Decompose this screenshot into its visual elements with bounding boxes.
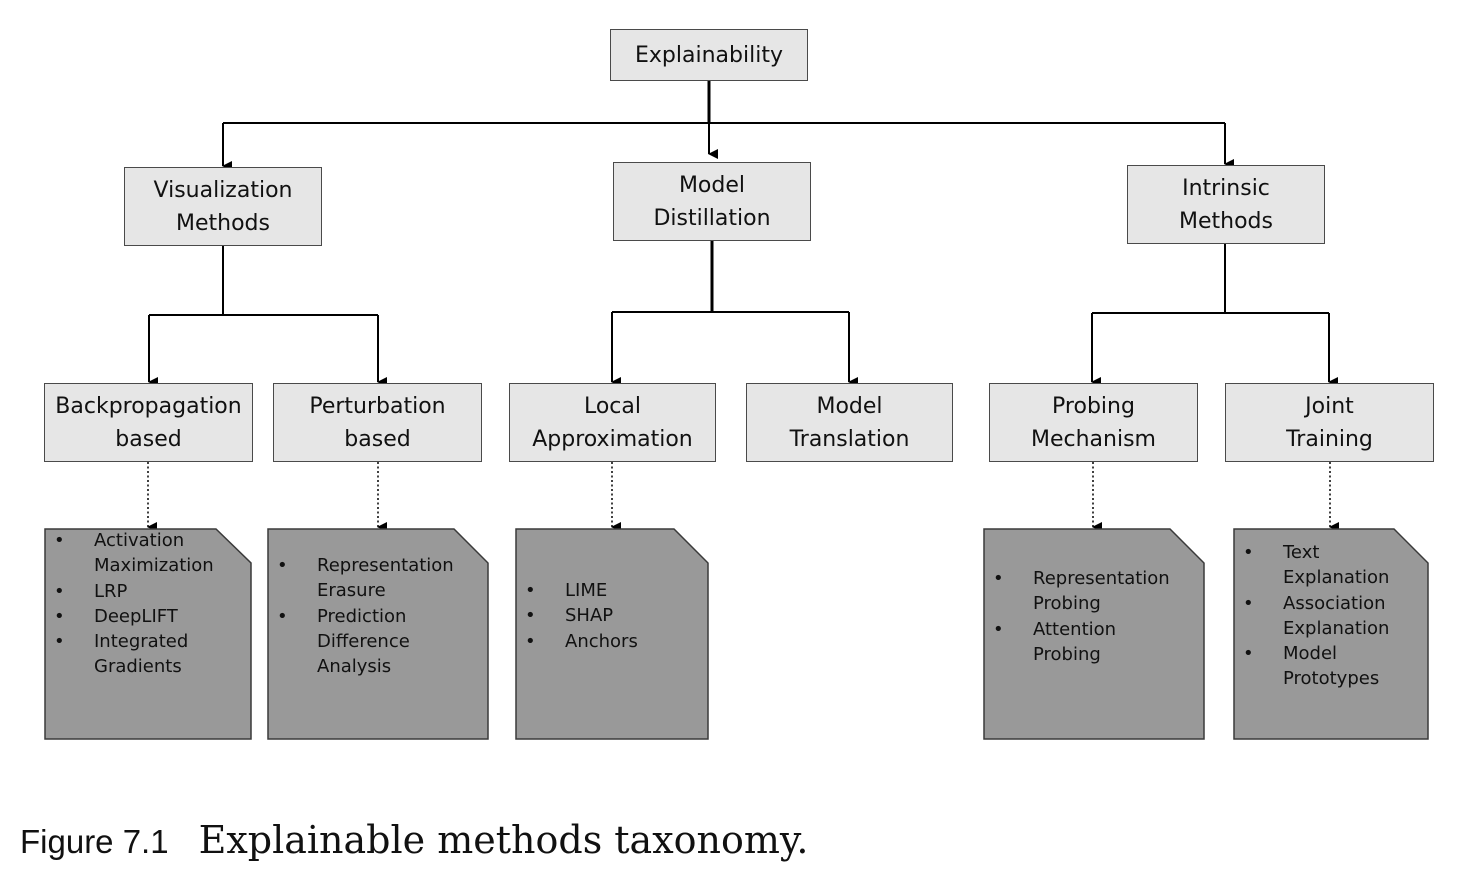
root-connector bbox=[222, 80, 1234, 171]
category-label-line: Distillation bbox=[653, 205, 771, 231]
category-label-line: Model bbox=[678, 172, 746, 198]
note-backpropagation-techniques: Activation Maximization LRP DeepLIFT Int… bbox=[44, 528, 252, 740]
caption-label: Figure 7.1 bbox=[20, 823, 169, 860]
method-label-line: Mechanism bbox=[1031, 426, 1156, 452]
note-item: Representation Erasure bbox=[277, 553, 454, 604]
category-label-line: Methods bbox=[176, 210, 270, 236]
caption-text: Explainable methods taxonomy. bbox=[198, 818, 809, 862]
method-label-line: Approximation bbox=[532, 426, 693, 452]
method-backpropagation-based: Backpropagation based bbox=[44, 383, 253, 462]
note-item: Representation Probing bbox=[993, 566, 1170, 617]
method-local-approximation: Local Approximation bbox=[509, 383, 716, 462]
note-item: Prediction Difference Analysis bbox=[277, 604, 454, 680]
method-perturbation-based: Perturbation based bbox=[273, 383, 482, 462]
method-label-line: based bbox=[115, 426, 182, 452]
method-label-line: based bbox=[344, 426, 411, 452]
method-label-line: Perturbation bbox=[309, 393, 446, 419]
note-perturbation-techniques: Representation Erasure Prediction Differ… bbox=[267, 528, 490, 740]
note-probing-techniques: Representation Probing Attention Probing bbox=[983, 528, 1206, 740]
figure-caption: Figure 7.1 Explainable methods taxonomy. bbox=[20, 818, 808, 862]
note-item: Text Explanation bbox=[1243, 540, 1390, 591]
note-item: DeepLIFT bbox=[54, 604, 214, 630]
note-local-approximation-techniques: LIME SHAP Anchors bbox=[515, 528, 710, 740]
note-item: SHAP bbox=[525, 603, 638, 629]
note-item: Activation Maximization bbox=[54, 528, 214, 579]
category-label-line: Visualization bbox=[153, 177, 293, 203]
note-item: Anchors bbox=[525, 629, 638, 655]
method-label-line: Training bbox=[1286, 426, 1373, 452]
method-label-line: Translation bbox=[789, 426, 910, 452]
method-label-line: Model bbox=[816, 393, 883, 419]
category-label-line: Methods bbox=[1179, 208, 1273, 234]
method-label-line: Probing bbox=[1052, 393, 1135, 419]
category-model-distillation: Model Distillation bbox=[613, 162, 811, 241]
root-box: Explainability bbox=[610, 29, 808, 81]
note-item: LIME bbox=[525, 578, 638, 604]
intrinsic-connector bbox=[1091, 244, 1338, 387]
method-label-line: Joint bbox=[1305, 393, 1354, 419]
category-label-line: Intrinsic bbox=[1182, 175, 1270, 201]
note-item: LRP bbox=[54, 579, 214, 605]
method-joint-training: Joint Training bbox=[1225, 383, 1434, 462]
method-model-translation: Model Translation bbox=[746, 383, 953, 462]
note-item: Model Prototypes bbox=[1243, 641, 1389, 692]
dotted-connectors bbox=[147, 462, 1339, 532]
note-joint-training-techniques: Text Explanation Association Explanation… bbox=[1233, 528, 1430, 740]
method-probing-mechanism: Probing Mechanism bbox=[989, 383, 1198, 462]
method-label-line: Local bbox=[583, 393, 641, 419]
note-item: Integrated Gradients bbox=[54, 629, 214, 680]
category-visualization-methods: Visualization Methods bbox=[124, 167, 322, 246]
distillation-connector bbox=[611, 241, 858, 387]
root-label: Explainability bbox=[635, 42, 783, 68]
visualization-connector bbox=[148, 246, 387, 387]
note-item: Attention Probing bbox=[993, 617, 1170, 668]
note-item: Association Explanation bbox=[1243, 591, 1390, 642]
category-intrinsic-methods: Intrinsic Methods bbox=[1127, 165, 1325, 244]
method-label-line: Backpropagation bbox=[55, 393, 242, 419]
